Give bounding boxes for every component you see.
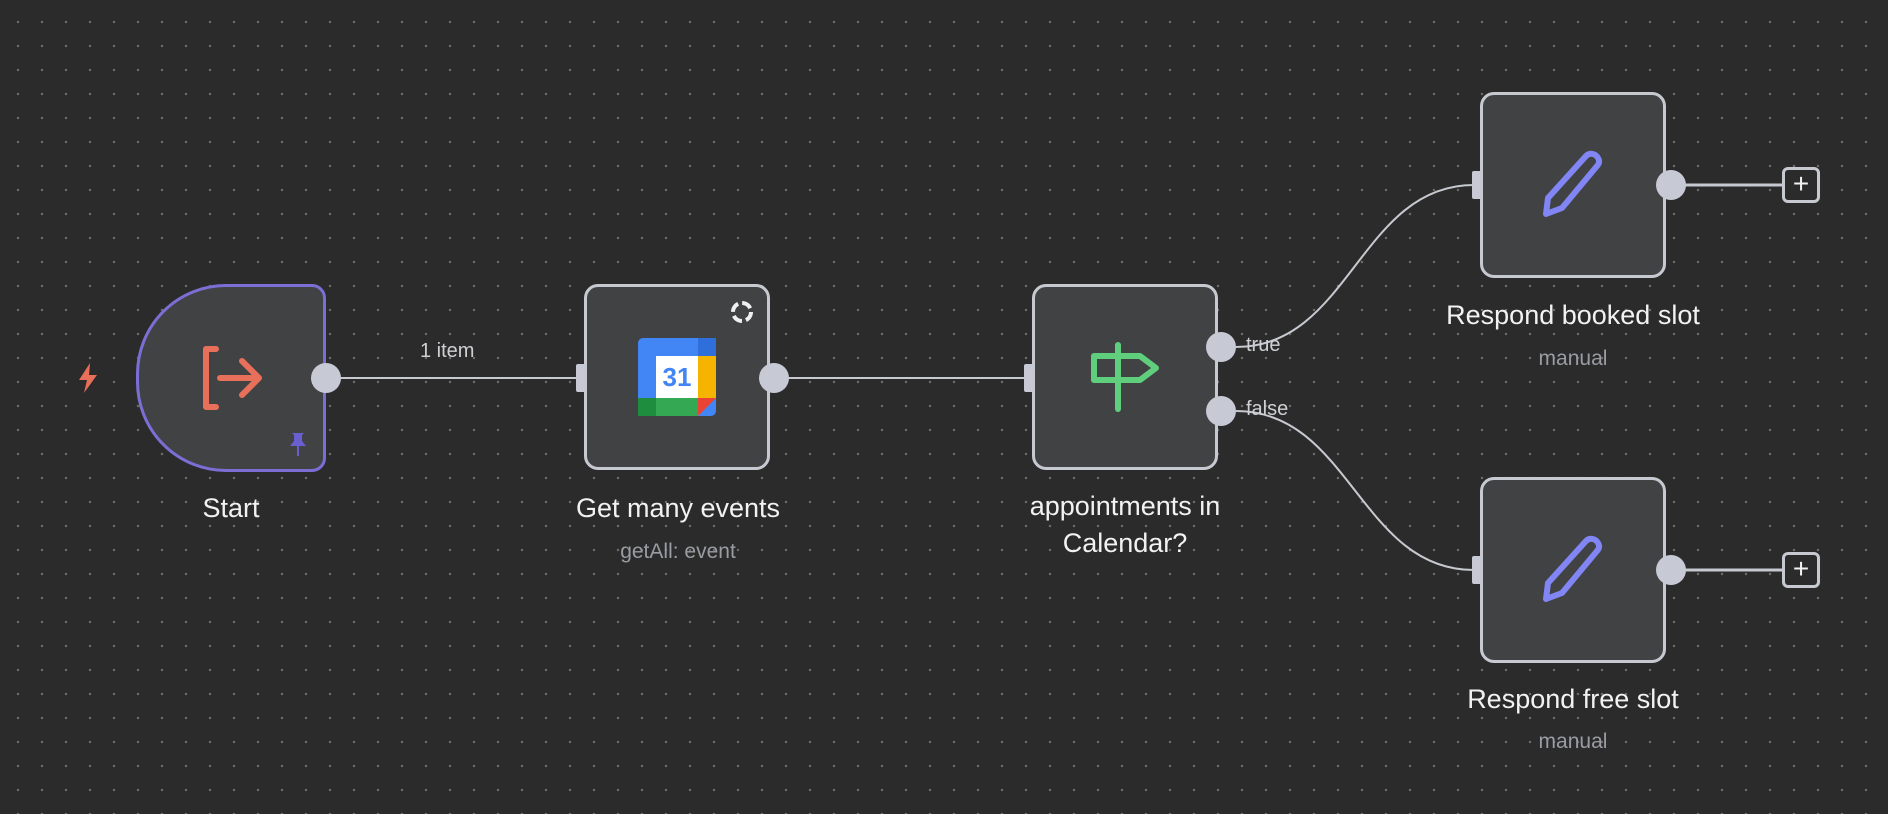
- add-node-button-booked[interactable]: +: [1782, 167, 1820, 203]
- edge-true: [1235, 184, 1475, 348]
- start-node[interactable]: [136, 284, 326, 472]
- start-output-port[interactable]: [311, 363, 341, 393]
- if-title: appointments in Calendar?: [1029, 491, 1221, 558]
- start-title: Start: [202, 493, 260, 523]
- get-events-output-port[interactable]: [759, 363, 789, 393]
- google-calendar-icon: 31: [638, 338, 716, 416]
- respond-booked-subtitle: manual: [1538, 347, 1608, 370]
- pin-icon: [290, 433, 306, 456]
- get-events-node[interactable]: 31: [584, 284, 770, 470]
- false-label: false: [1246, 398, 1289, 420]
- respond-free-node[interactable]: [1480, 477, 1666, 663]
- add-node-button-free[interactable]: +: [1782, 552, 1820, 588]
- pencil-icon: [1543, 535, 1603, 602]
- respond-free-title: Respond free slot: [1467, 684, 1679, 714]
- respond-free-subtitle: manual: [1538, 730, 1608, 753]
- booked-output-port[interactable]: [1656, 170, 1686, 200]
- if-true-port[interactable]: [1206, 332, 1236, 362]
- free-output-port[interactable]: [1656, 555, 1686, 585]
- calendar-day: 31: [662, 362, 692, 392]
- loading-ring-icon: [731, 301, 753, 323]
- edge-false: [1235, 410, 1475, 571]
- respond-booked-title: Respond booked slot: [1446, 300, 1700, 330]
- exit-arrow-icon: [203, 346, 262, 410]
- signpost-icon: [1091, 342, 1159, 412]
- lightning-icon: [79, 363, 97, 393]
- get-events-title: Get many events: [575, 493, 781, 523]
- get-events-subtitle: getAll: event: [620, 540, 736, 563]
- if-node[interactable]: [1032, 284, 1218, 470]
- if-false-port[interactable]: [1206, 396, 1236, 426]
- pencil-icon: [1543, 150, 1603, 217]
- respond-booked-node[interactable]: [1480, 92, 1666, 278]
- true-label: true: [1246, 334, 1281, 356]
- edge-item-count: 1 item: [420, 340, 475, 362]
